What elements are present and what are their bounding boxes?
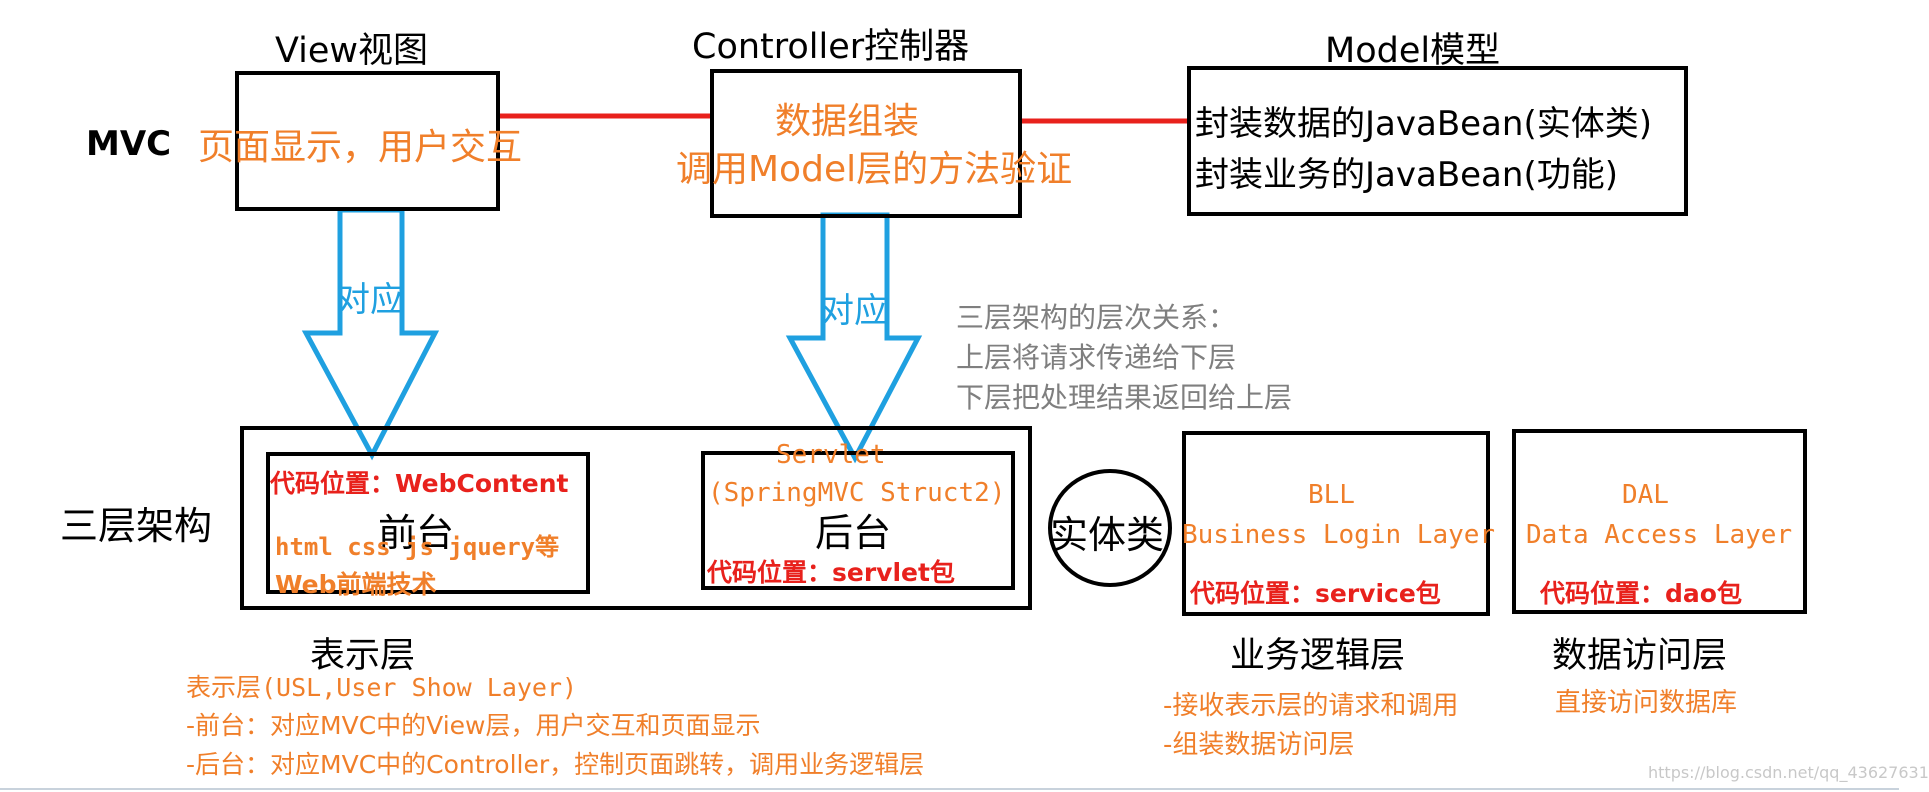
backend-frameworks: (SpringMVC Struct2) — [708, 478, 1006, 508]
controller-corresponds-label: 对应 — [820, 291, 888, 331]
business-abbr: BLL — [1308, 480, 1355, 510]
presentation-note-1: 表示层(USL,User Show Layer) — [186, 673, 578, 702]
frontend-tech-2: Web前端技术 — [275, 570, 437, 599]
backend-servlet: Servlet — [776, 440, 886, 470]
business-note-1: -接收表示层的请求和调用 — [1163, 691, 1459, 721]
view-to-frontend-arrow-icon — [301, 207, 440, 461]
frontend-code-location: 代码位置：WebContent — [270, 469, 569, 498]
mvc-label: MVC — [86, 124, 172, 164]
frontend-box — [266, 452, 590, 594]
data-access-name: Data Access Layer — [1526, 520, 1793, 550]
hierarchy-note-3: 下层把处理结果返回给上层 — [956, 381, 1293, 414]
business-name: Business Login Layer — [1182, 520, 1496, 550]
view-corresponds-label: 对应 — [336, 280, 404, 320]
view-title: View视图 — [275, 31, 429, 71]
data-access-abbr: DAL — [1622, 480, 1669, 510]
view-box — [235, 71, 500, 211]
business-title: 业务逻辑层 — [1230, 636, 1406, 676]
hierarchy-note-2: 上层将请求传递给下层 — [956, 341, 1237, 374]
model-line-1: 封装数据的JavaBean(实体类) — [1195, 104, 1652, 144]
business-box — [1182, 431, 1490, 616]
model-line-2: 封装业务的JavaBean(功能) — [1195, 155, 1618, 195]
controller-to-backend-arrow-icon — [785, 212, 923, 464]
frontend-title: 前台 — [378, 511, 455, 555]
backend-code-location: 代码位置：servlet包 — [707, 558, 955, 587]
presentation-note-2: -前台：对应MVC中的View层，用户交互和页面显示 — [186, 711, 761, 740]
data-access-title: 数据访问层 — [1552, 636, 1728, 676]
presentation-outer-box — [240, 426, 1032, 610]
three-tier-label: 三层架构 — [60, 504, 213, 548]
data-access-box — [1512, 429, 1807, 614]
controller-desc-1: 数据组装 — [775, 101, 920, 142]
backend-box — [701, 451, 1015, 590]
presentation-note-3: -后台：对应MVC中的Controller，控制页面跳转，调用业务逻辑层 — [186, 750, 925, 779]
data-access-note: 直接访问数据库 — [1555, 688, 1738, 718]
controller-title: Controller控制器 — [692, 27, 970, 67]
entity-label: 实体类 — [1050, 513, 1165, 557]
model-box — [1187, 66, 1688, 216]
model-title: Model模型 — [1325, 31, 1501, 71]
frontend-tech-1: html css js jquery等 — [275, 533, 560, 561]
presentation-title: 表示层 — [310, 636, 416, 676]
business-note-2: -组装数据访问层 — [1163, 730, 1355, 760]
backend-title: 后台 — [815, 511, 892, 555]
controller-box — [710, 69, 1022, 218]
watermark: https://blog.csdn.net/qq_43627631 — [1648, 763, 1929, 782]
business-code-location: 代码位置：service包 — [1190, 579, 1441, 608]
data-access-code-location: 代码位置：dao包 — [1540, 579, 1742, 608]
entity-circle — [1048, 469, 1172, 587]
controller-desc-2: 调用Model层的方法验证 — [676, 149, 1073, 190]
hierarchy-note-1: 三层架构的层次关系： — [956, 301, 1237, 334]
view-desc: 页面显示，用户交互 — [198, 127, 523, 168]
